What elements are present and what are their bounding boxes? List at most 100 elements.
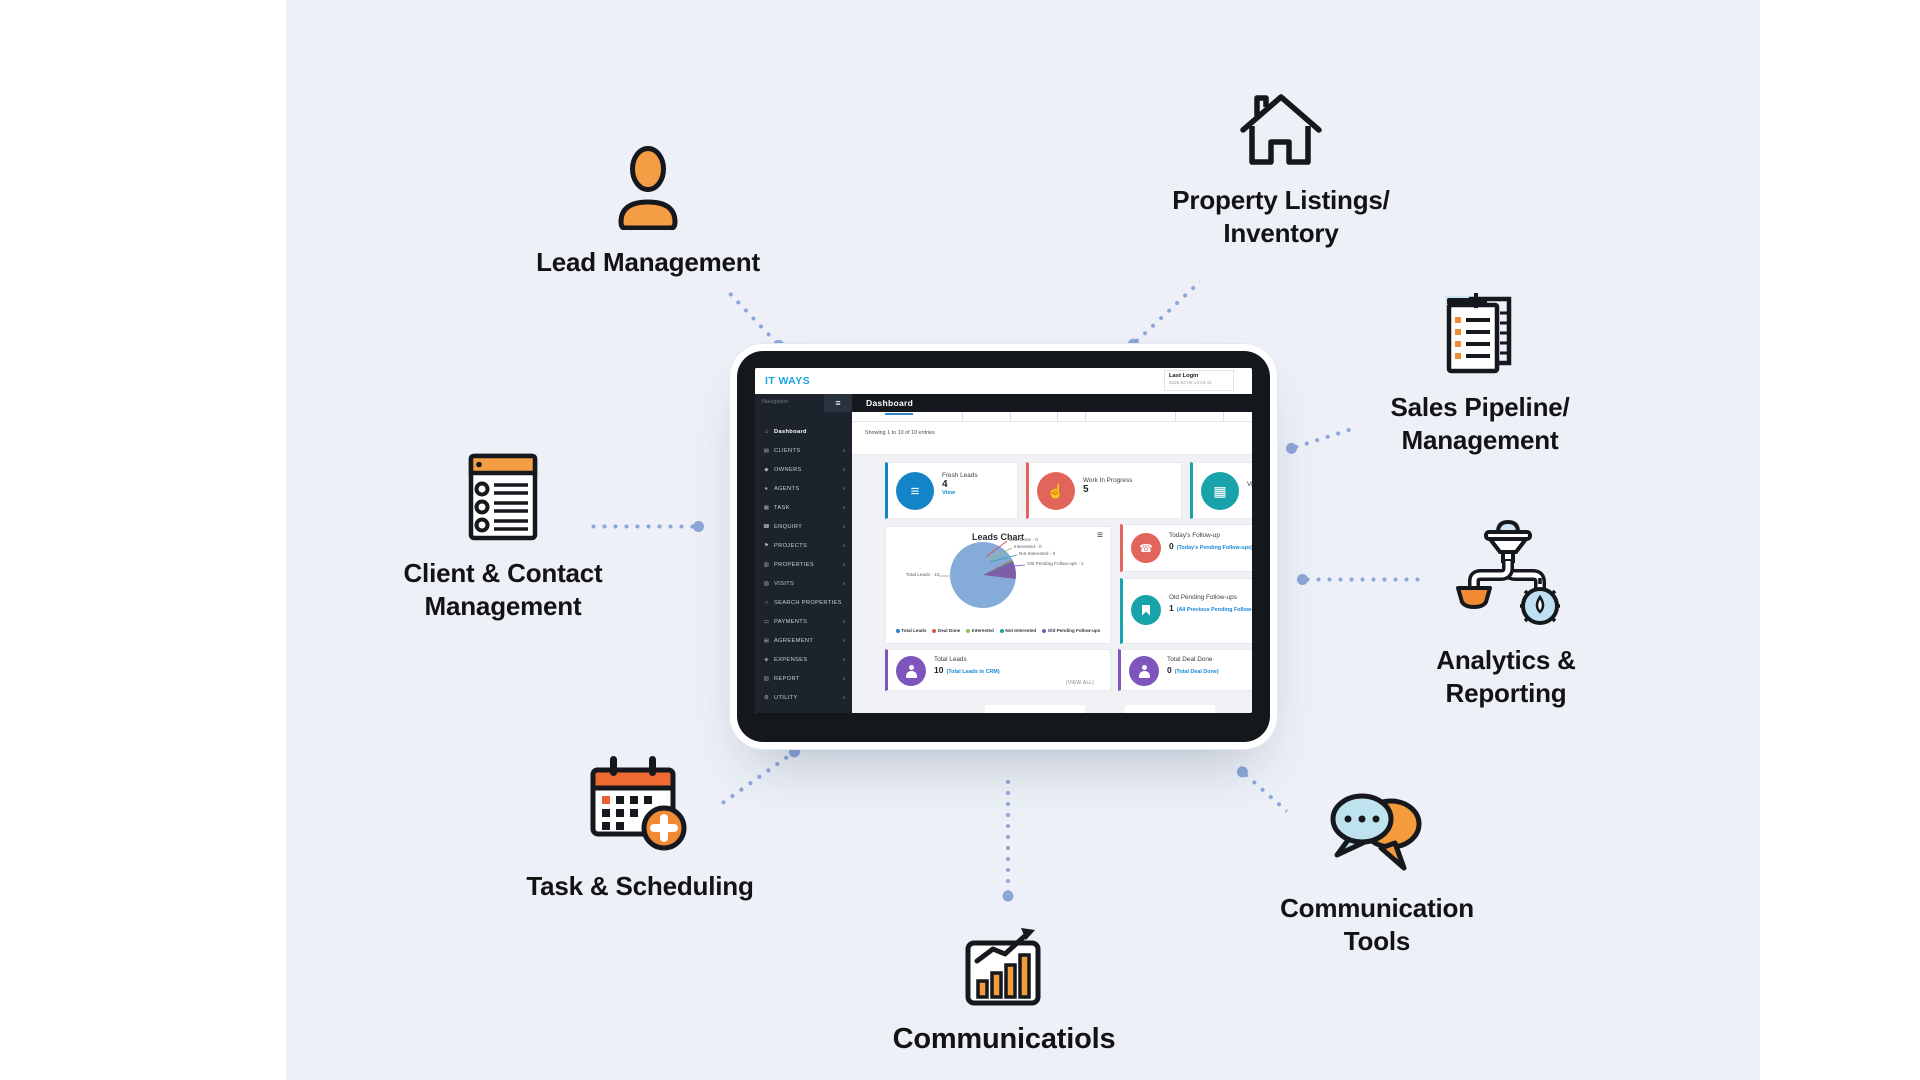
chart-title: Leads Chart (971, 532, 1024, 542)
page-title: Dashboard (866, 398, 914, 408)
expenses-icon: ◈ (764, 656, 769, 663)
card-title: Today's Follow-up (1169, 532, 1220, 539)
sidebar-item-search-properties[interactable]: ○SEARCH PROPERTIES (764, 599, 842, 606)
sidebar-item-agreement[interactable]: ▤AGREEMENT∨ (763, 637, 846, 644)
agreement-icon: ▤ (763, 637, 770, 644)
card-value: 1 (1169, 603, 1174, 613)
sidebar-item-enquiry[interactable]: ☎ENQUIRY∨ (763, 523, 846, 530)
enquiry-icon: ☎ (763, 523, 771, 530)
connector-property-listings (1131, 279, 1202, 347)
visits-icon: ▧ (763, 580, 770, 587)
connector-client-contact (588, 521, 704, 532)
feature-label-line2: Management (424, 591, 582, 621)
calendar-icon: ▦ (1201, 472, 1239, 510)
chart-menu-icon[interactable]: ≡ (1097, 530, 1103, 541)
todays-followup-card[interactable]: ☎ Today's Follow-up 0 (Today's Pending F… (1120, 524, 1252, 572)
feature-label-line2: Tools (1343, 926, 1411, 956)
feature-label: Task & Scheduling (526, 871, 754, 901)
phone-icon: ☎ (1131, 533, 1161, 563)
feature-communication-tools: Communication Tools (1237, 788, 1517, 958)
total-leads-card[interactable]: Total Leads 10 (Total Leads in CRM) (VIE… (885, 649, 1111, 691)
feature-lead-management: Lead Management (508, 144, 788, 279)
sidebar-item-projects[interactable]: ⚑PROJECTS∨ (763, 542, 846, 549)
pie-annotation: Deal Done - 0 (1009, 537, 1038, 542)
chevron-down-icon: ∨ (842, 504, 846, 510)
sidebar-item-agents[interactable]: ●AGENTS∨ (764, 485, 846, 492)
utility-icon: ⚙ (763, 694, 770, 701)
feature-label: Communicatiols (892, 1023, 1116, 1055)
table-remnant: Showing 1 to 10 of 10 entries (852, 412, 1252, 455)
brand-logo: IT WAYS (765, 375, 811, 387)
leads-chart-card: Leads Chart ≡ Total Leads - 10 Deal Done… (885, 526, 1111, 644)
sidebar-title: Navigation (762, 399, 789, 405)
house-icon (1240, 94, 1322, 165)
card-value: 5 (1083, 484, 1089, 495)
checklist-notepad-icon (1445, 293, 1512, 374)
feature-task-scheduling: Task & Scheduling (500, 750, 780, 903)
sidebar-item-payments[interactable]: ▭PAYMENTS∨ (763, 618, 846, 625)
task-icon: ▦ (763, 504, 770, 511)
total-deal-done-card[interactable]: Total Deal Done 0 (Total Deal Done) (1118, 649, 1252, 691)
chevron-down-icon: ∨ (842, 637, 846, 643)
sidebar-item-owners[interactable]: ◆OWNERS∨ (764, 466, 846, 473)
card-title: Work In Progress (1083, 477, 1133, 484)
card-value: 0 (1167, 665, 1172, 675)
payments-icon: ▭ (763, 618, 770, 625)
sidebar-item-clients[interactable]: ▤CLIENTS∨ (763, 447, 846, 454)
stat-card-work-in-progress[interactable]: ☝ Work In Progress 5 (1026, 462, 1182, 519)
card-title: Old Pending Follow-ups (1169, 594, 1237, 601)
last-login-value: 2025-04-08 14:42:41 (1169, 380, 1212, 385)
dashboard-icon: ⌂ (764, 428, 769, 435)
feature-label: Lead Management (536, 247, 760, 277)
clipped-card-stub (1125, 705, 1215, 713)
sidebar-item-utility[interactable]: ⚙UTILITY∨ (763, 694, 846, 701)
feature-client-contact: Client & Contact Management (363, 453, 643, 623)
feature-label-line1: Property Listings/ (1172, 185, 1390, 215)
card-value: 10 (934, 665, 944, 675)
view-link[interactable]: View (942, 490, 956, 496)
last-login-label: Last Login (1169, 373, 1199, 379)
hamburger-menu-icon[interactable]: ≡ (824, 394, 852, 412)
table-active-underline (885, 413, 913, 415)
pie-annotation: Total Leads - 10 (906, 572, 940, 577)
projects-icon: ⚑ (763, 542, 770, 549)
old-pending-followup-card[interactable]: Old Pending Follow-ups 1 (All Previous P… (1120, 578, 1252, 644)
thumbs-up-icon: ☝ (1037, 472, 1075, 510)
pie-annotation: Not Interested - 0 (1019, 551, 1056, 556)
feature-label-line1: Communication (1280, 893, 1474, 923)
pie-leader-lines (939, 540, 1026, 577)
calendar-plus-icon (590, 756, 687, 851)
stat-card-fresh-leads[interactable]: ≡ Fresh Leads 4 View (885, 462, 1018, 519)
sidebar-item-task[interactable]: ▦TASK∨ (763, 504, 846, 511)
sidebar-item-visits[interactable]: ▧VISITS∨ (763, 580, 846, 587)
chevron-down-icon: ∨ (842, 466, 846, 472)
sidebar-item-expenses[interactable]: ◈EXPENSES∨ (764, 656, 846, 663)
agents-icon: ● (764, 485, 769, 492)
feature-analytics-reporting: Analytics & Reporting (1366, 518, 1646, 710)
chevron-down-icon: ∨ (842, 675, 846, 681)
chat-bubbles-icon (1330, 793, 1422, 871)
right-margin (1760, 0, 1920, 1080)
chevron-down-icon: ∨ (842, 618, 846, 624)
sidebar-item-dashboard[interactable]: ⌂Dashboard (764, 428, 807, 435)
feature-property-listings: Property Listings/ Inventory (1141, 90, 1421, 250)
chart-legend: Total Leads Deal Done Interested Not Int… (886, 628, 1110, 633)
card-value: 0 (1169, 541, 1174, 551)
sidebar-nav: ⌂Dashboard ▤CLIENTS∨ ◆OWNERS∨ ●AGENTS∨ ▦… (755, 412, 852, 713)
search-icon: ○ (764, 599, 769, 606)
person-icon (618, 146, 678, 230)
card-title: Total Leads (934, 656, 967, 663)
stat-card-visits[interactable]: ▦ Visits (1190, 462, 1252, 519)
sidebar-item-properties[interactable]: ▥PROPERTIES∨ (763, 561, 846, 568)
pie-annotation: Old Pending Follow-ups - 1 (1027, 561, 1084, 566)
sidebar-item-report[interactable]: ▨REPORT∨ (763, 675, 846, 682)
card-note: (Total Deal Done) (1174, 669, 1219, 675)
feature-sales-pipeline: Sales Pipeline/ Management (1340, 283, 1620, 457)
chevron-down-icon: ∨ (842, 447, 846, 453)
feature-label-line1: Analytics & (1436, 645, 1576, 675)
view-all-link[interactable]: (VIEW ALL) (1065, 680, 1094, 686)
clients-icon: ▤ (763, 447, 770, 454)
connector-lead-management (725, 288, 782, 348)
table-status: Showing 1 to 10 of 10 entries (865, 430, 935, 436)
list-icon: ≡ (896, 472, 934, 510)
